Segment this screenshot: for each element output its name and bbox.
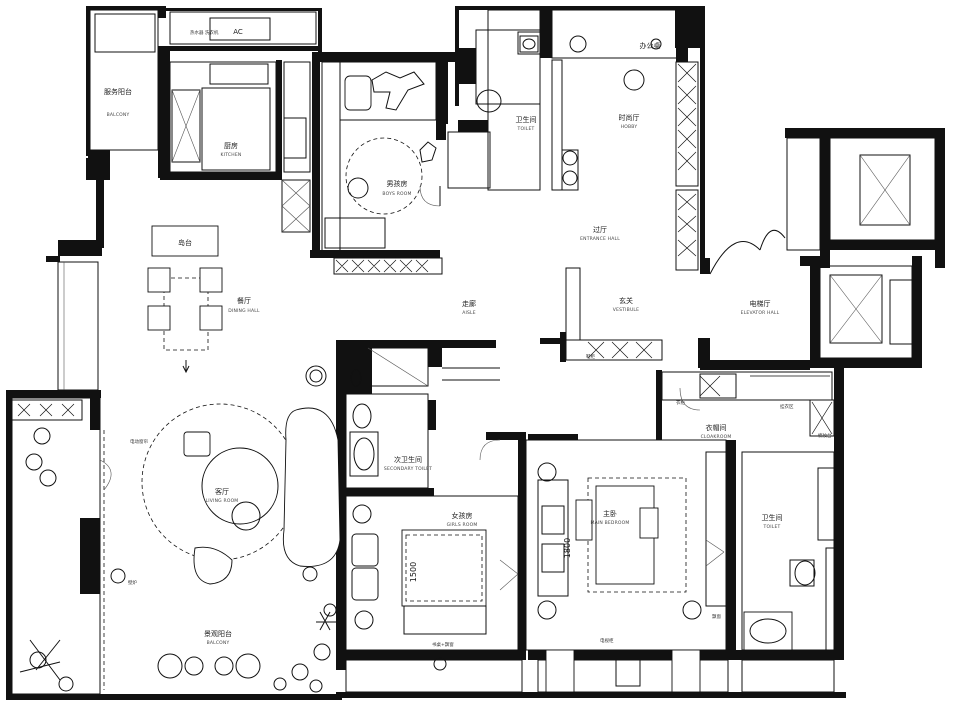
aisle-label-en: AISLE bbox=[462, 310, 476, 316]
desk-note: 书桌+飘窗 bbox=[432, 641, 454, 648]
fireplace-note: 壁炉 bbox=[128, 579, 137, 586]
boys-room-label: 男孩房 bbox=[387, 179, 408, 188]
service-balcony-label: 服务阳台 bbox=[104, 87, 132, 96]
walls bbox=[6, 6, 945, 700]
hobby-hall-label-en: HOBBY bbox=[621, 124, 638, 130]
island-label: 岛台 bbox=[178, 238, 192, 247]
entrance-hall-label: 过厅 bbox=[593, 225, 607, 234]
elevator-hall-label: 电梯厅 bbox=[750, 299, 771, 308]
living-room-label: 客厅 bbox=[215, 487, 229, 496]
vestibule-label-en: VESTIBULE bbox=[613, 307, 639, 313]
boiler-note: 热水器 洗衣机 bbox=[190, 29, 219, 36]
dining-hall-label: 餐厅 bbox=[237, 296, 251, 305]
girls-room-label: 女孩房 bbox=[452, 511, 473, 520]
tv-cabinet-note: 电视柜 bbox=[600, 637, 614, 644]
living-room-label-en: LIVING ROOM bbox=[206, 498, 239, 504]
balcony-label-en: BALCONY bbox=[207, 640, 230, 646]
secondary-toilet-label: 次卫生间 bbox=[394, 455, 422, 464]
room-labels: 厨房 KITCHEN 服务阳台 BALCONY AC 男孩房 BOYS ROOM… bbox=[104, 28, 832, 648]
service-balcony-label-en: BALCONY bbox=[107, 112, 130, 118]
furniture bbox=[19, 35, 702, 693]
window-seat-note: 飘窗 bbox=[712, 613, 721, 620]
secondary-toilet-label-en: SECONDARY TOILET bbox=[384, 466, 432, 472]
master-bed-dimension: 1800 bbox=[563, 538, 572, 558]
boys-room-label-en: BOYS ROOM bbox=[382, 191, 411, 197]
toilet-1-label: 卫生间 bbox=[516, 115, 537, 124]
girls-room-label-en: GIRLS ROOM bbox=[447, 522, 478, 528]
balcony-label: 景观阳台 bbox=[204, 629, 232, 638]
hanger-note: 挂衣区 bbox=[780, 403, 794, 410]
master-bedroom-label: 主卧 bbox=[603, 509, 617, 518]
master-bedroom-label-en: MAIN BEDROOM bbox=[591, 520, 630, 526]
aisle-label: 走廊 bbox=[462, 299, 476, 308]
vestibule-label: 玄关 bbox=[619, 296, 633, 305]
kitchen-label: 厨房 bbox=[224, 141, 238, 150]
entrance-hall-label-en: ENTRANCE HALL bbox=[580, 236, 620, 242]
dining-hall-label-en: DINING HALL bbox=[228, 308, 260, 314]
ac-label: AC bbox=[233, 28, 243, 36]
curtain-note: 电动窗帘 bbox=[130, 438, 148, 445]
toilet-2-label-en: TOILET bbox=[763, 524, 781, 530]
cloakroom-label-en: CLOAKROOM bbox=[701, 434, 732, 440]
doors bbox=[99, 185, 725, 591]
toilet-2-label: 卫生间 bbox=[762, 513, 783, 522]
hobby-hall-label: 时尚厅 bbox=[619, 113, 640, 122]
shoe-note: 鞋柜 bbox=[586, 353, 595, 360]
elevator-hall-label-en: ELEVATOR HALL bbox=[741, 310, 780, 316]
girls-bed-dimension: 1500 bbox=[409, 562, 418, 582]
kitchen-label-en: KITCHEN bbox=[221, 152, 242, 158]
vanity-note: 梳妆台 bbox=[818, 432, 832, 439]
cloakroom-label: 衣帽间 bbox=[706, 423, 727, 432]
toilet-1-label-en: TOILET bbox=[517, 126, 535, 132]
office-label: 办公桌 bbox=[640, 41, 661, 50]
outlines bbox=[11, 9, 936, 695]
wardrobe-note: 衣柜 bbox=[676, 399, 685, 406]
